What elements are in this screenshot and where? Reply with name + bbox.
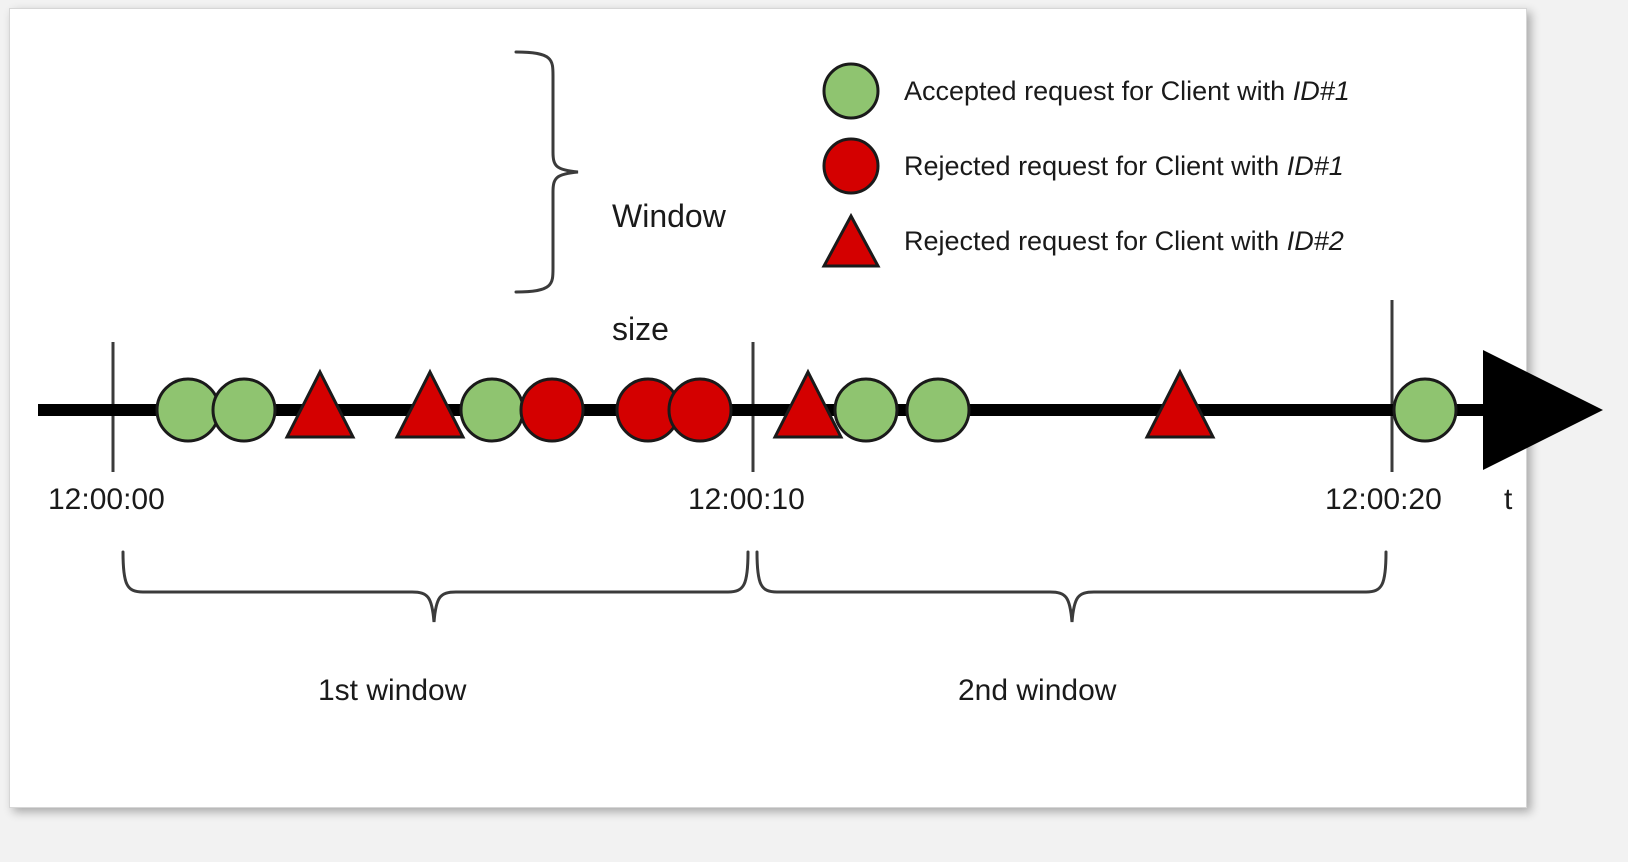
legend-text-emphasis: ID#2 — [1286, 225, 1344, 256]
marker-rejected-circle[interactable] — [519, 377, 585, 443]
marker-accepted-circle[interactable] — [1392, 377, 1458, 443]
first-window-brace — [121, 550, 750, 623]
legend-label-rejected-id2: Rejected request for Client with ID#2 — [904, 226, 1344, 257]
legend-item-accepted-id1[interactable]: Accepted request for Client with ID#1 — [820, 60, 1350, 122]
marker-accepted-circle[interactable] — [459, 377, 525, 443]
window-size-brace — [514, 50, 579, 294]
marker-accepted-circle[interactable] — [211, 377, 277, 443]
legend-item-rejected-id1[interactable]: Rejected request for Client with ID#1 — [820, 135, 1344, 197]
window-size-label-line2: size — [612, 310, 669, 347]
legend-text-prefix: Rejected request for Client with — [904, 225, 1287, 256]
time-label-1200-20: 12:00:20 — [1325, 483, 1442, 516]
second-window-brace — [755, 550, 1388, 623]
legend-text-prefix: Accepted request for Client with — [904, 75, 1293, 106]
second-window-label: 2nd window — [958, 674, 1117, 707]
legend-text-emphasis: ID#1 — [1292, 75, 1350, 106]
marker-rejected-triangle[interactable] — [394, 368, 466, 439]
accepted-circle-icon — [820, 60, 882, 122]
first-window-label: 1st window — [318, 674, 467, 707]
marker-rejected-circle[interactable] — [667, 377, 733, 443]
legend-item-rejected-id2[interactable]: Rejected request for Client with ID#2 — [820, 210, 1344, 272]
marker-rejected-triangle[interactable] — [1144, 368, 1216, 439]
time-label-1200-10: 12:00:10 — [688, 483, 805, 516]
window-size-label: Window size — [612, 122, 726, 424]
marker-rejected-triangle[interactable] — [284, 368, 356, 439]
marker-rejected-triangle[interactable] — [772, 368, 844, 439]
marker-accepted-circle[interactable] — [905, 377, 971, 443]
timeline-markers — [155, 368, 1458, 443]
legend-text-emphasis: ID#1 — [1286, 150, 1344, 181]
time-axis-label: t — [1504, 483, 1513, 516]
time-label-1200-00: 12:00:00 — [48, 483, 165, 516]
legend-label-rejected-id1: Rejected request for Client with ID#1 — [904, 151, 1344, 182]
axis-tick-group — [111, 300, 1394, 472]
window-size-label-line1: Window — [612, 197, 726, 234]
rejected-circle-icon — [820, 135, 882, 197]
marker-accepted-circle[interactable] — [155, 377, 221, 443]
marker-accepted-circle[interactable] — [833, 377, 899, 443]
legend-text-prefix: Rejected request for Client with — [904, 150, 1287, 181]
rejected-triangle-icon — [820, 210, 882, 272]
legend-label-accepted-id1: Accepted request for Client with ID#1 — [904, 76, 1350, 107]
